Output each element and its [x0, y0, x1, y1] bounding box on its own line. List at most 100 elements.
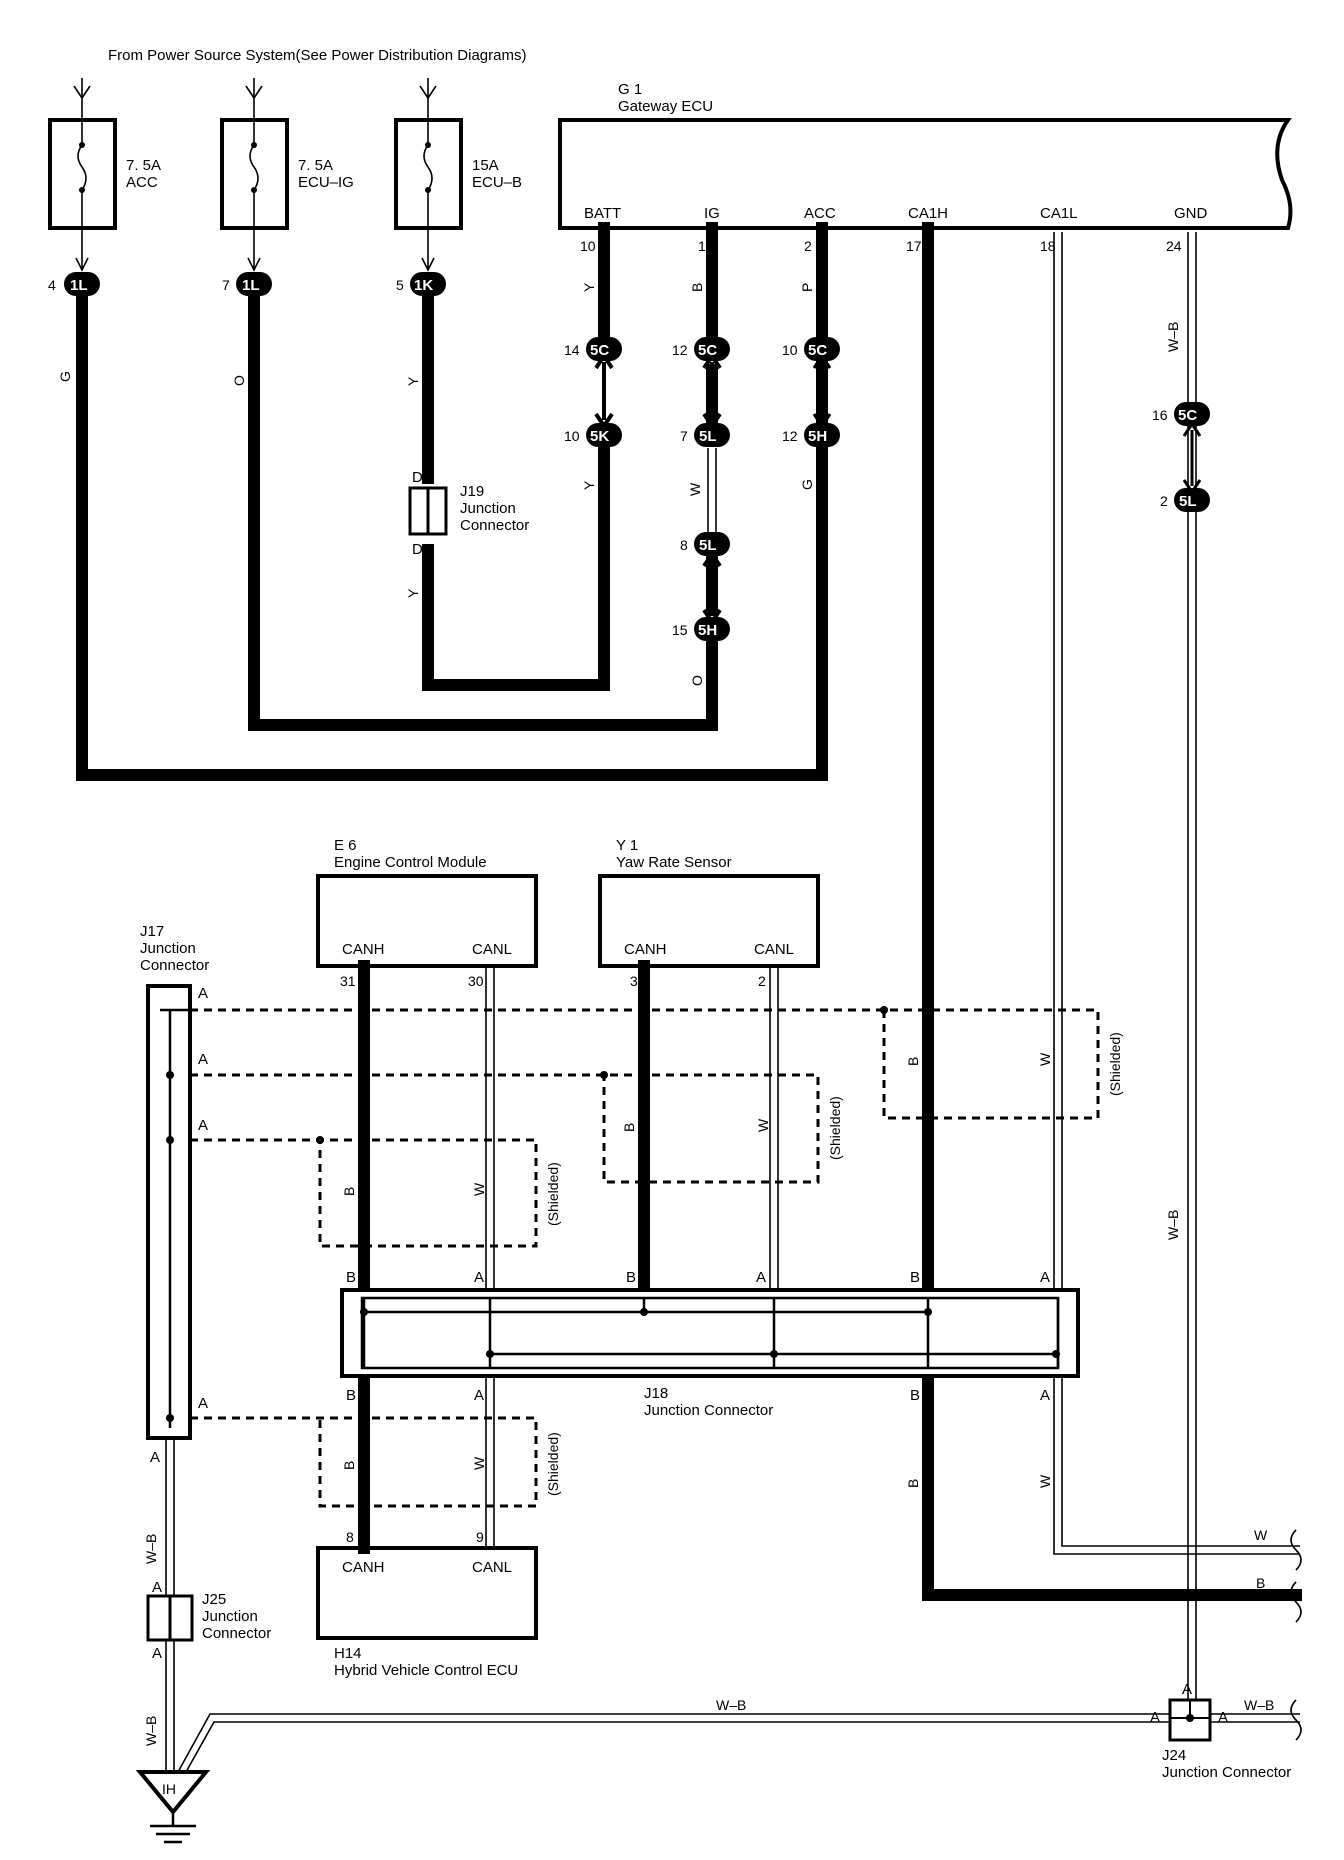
engine-control-module: E 6 Engine Control Module CANH CANL 31 3…: [316, 837, 538, 989]
svg-text:B: B: [905, 1057, 921, 1066]
wire-color: G: [799, 479, 815, 490]
j17-junction-connector: J17 Junction Connector A A A A A: [140, 923, 209, 1466]
pin-number: 7: [222, 277, 230, 293]
svg-text:2: 2: [758, 973, 766, 989]
pin-label: CA1H: [908, 205, 948, 222]
svg-text:A: A: [474, 1269, 484, 1286]
pin-label: BATT: [584, 205, 621, 222]
connector-5h-top: 5H 12: [782, 423, 840, 447]
svg-text:(Shielded): (Shielded): [827, 1096, 843, 1160]
pin-number: 17: [906, 238, 922, 254]
pin-number: 10: [564, 428, 580, 444]
svg-text:5L: 5L: [1179, 493, 1197, 510]
svg-text:5H: 5H: [808, 428, 827, 445]
pin-label: GND: [1174, 205, 1208, 222]
wire-ca1l: [1053, 232, 1300, 1555]
svg-text:B: B: [346, 1269, 356, 1286]
svg-text:J24: J24: [1162, 1747, 1186, 1764]
svg-text:J17: J17: [140, 923, 164, 940]
pin-label: ACC: [804, 205, 836, 222]
wire-color: Y: [581, 282, 597, 292]
wire-color: Y: [581, 480, 597, 490]
connector-5c-acc: 5C 10: [782, 337, 840, 361]
pin-number: 14: [564, 342, 580, 358]
svg-text:9: 9: [476, 1529, 484, 1545]
svg-text:B: B: [621, 1123, 637, 1132]
wire-gnd: [1187, 232, 1197, 1708]
svg-text:Connector: Connector: [140, 957, 209, 974]
pin-number: 18: [1040, 238, 1056, 254]
svg-text:5C: 5C: [698, 342, 717, 359]
wire-color: O: [689, 675, 705, 686]
fuse-ecu-ig: 7. 5A ECU–IG: [220, 78, 354, 230]
pin-number: 2: [804, 238, 812, 254]
svg-text:W–B: W–B: [143, 1716, 159, 1746]
fuse-ecu-b: 15A ECU–B: [394, 78, 522, 230]
gateway-id: G 1: [618, 81, 642, 98]
shield-ecm: (Shielded): [190, 1136, 561, 1248]
svg-text:Hybrid Vehicle Control ECU: Hybrid Vehicle Control ECU: [334, 1662, 518, 1679]
svg-text:A: A: [1040, 1269, 1050, 1286]
wire-ecu-b-lower: [422, 442, 610, 691]
svg-text:B: B: [910, 1269, 920, 1286]
shield-gateway: (Shielded): [190, 1006, 1123, 1120]
svg-text:B: B: [910, 1387, 920, 1404]
svg-text:D: D: [412, 469, 423, 486]
fuse-name: ACC: [126, 174, 158, 191]
svg-text:Junction: Junction: [140, 940, 196, 957]
shield-yaw: (Shielded): [190, 1071, 843, 1184]
pin-number: 12: [672, 342, 688, 358]
svg-text:A: A: [198, 985, 208, 1002]
connector-5k: 5K 10: [564, 423, 622, 447]
svg-text:A: A: [150, 1449, 160, 1466]
pin-number: 4: [48, 277, 56, 293]
wire-color: Y: [405, 376, 421, 386]
svg-text:5C: 5C: [1178, 407, 1197, 424]
svg-text:A: A: [152, 1645, 162, 1662]
pin-number: 12: [782, 428, 798, 444]
wire-j17-ground: [165, 1438, 1300, 1773]
wire-color: G: [57, 371, 73, 382]
svg-text:IH: IH: [162, 1781, 176, 1797]
fuse-name: ECU–B: [472, 174, 522, 191]
wire-color: Y: [405, 588, 421, 598]
svg-text:5K: 5K: [590, 428, 609, 445]
svg-text:Junction: Junction: [202, 1608, 258, 1625]
pin-label: IG: [704, 205, 720, 222]
ground-symbol: IH: [135, 1770, 211, 1844]
svg-text:D: D: [412, 541, 423, 558]
svg-text:8: 8: [346, 1529, 354, 1545]
svg-text:CANH: CANH: [342, 1559, 385, 1576]
pin-label: CA1L: [1040, 205, 1078, 222]
svg-text:5C: 5C: [590, 342, 609, 359]
svg-text:A: A: [152, 1579, 162, 1596]
svg-text:A: A: [756, 1269, 766, 1286]
svg-text:B: B: [1256, 1575, 1265, 1591]
connector-5c-gnd: 5C 16: [1152, 402, 1210, 426]
svg-text:5H: 5H: [698, 622, 717, 639]
svg-text:Engine Control Module: Engine Control Module: [334, 854, 487, 871]
connector-5c-batt: 5C 14: [564, 337, 622, 361]
svg-text:5L: 5L: [699, 537, 717, 554]
svg-text:A: A: [198, 1395, 208, 1412]
fuse-rating: 7. 5A: [298, 157, 333, 174]
svg-text:W: W: [1254, 1527, 1268, 1543]
pin-number: 1: [698, 238, 706, 254]
svg-text:W: W: [471, 1182, 487, 1196]
hybrid-vehicle-control-ecu: CANH CANL 8 9 H14 Hybrid Vehicle Control…: [316, 1529, 538, 1679]
connector-5l-top: 5L 7: [680, 423, 730, 447]
pin-number: 15: [672, 622, 688, 638]
pin-number: 5: [396, 277, 404, 293]
svg-text:31: 31: [340, 973, 356, 989]
pin-number: 10: [580, 238, 596, 254]
svg-text:H14: H14: [334, 1645, 362, 1662]
pin-number: 10: [782, 342, 798, 358]
connector-1l-acc: 1L 4: [48, 272, 100, 296]
connector-1k: 1K 5: [396, 272, 446, 296]
j24-junction-connector: A A A J24 Junction Connector: [1150, 1681, 1291, 1781]
j18-junction-connector: B A B A B A B A B A J18 Junction Connect…: [340, 1269, 1080, 1419]
svg-text:Yaw Rate Sensor: Yaw Rate Sensor: [616, 854, 732, 871]
svg-text:B: B: [905, 1479, 921, 1488]
svg-text:J18: J18: [644, 1385, 668, 1402]
